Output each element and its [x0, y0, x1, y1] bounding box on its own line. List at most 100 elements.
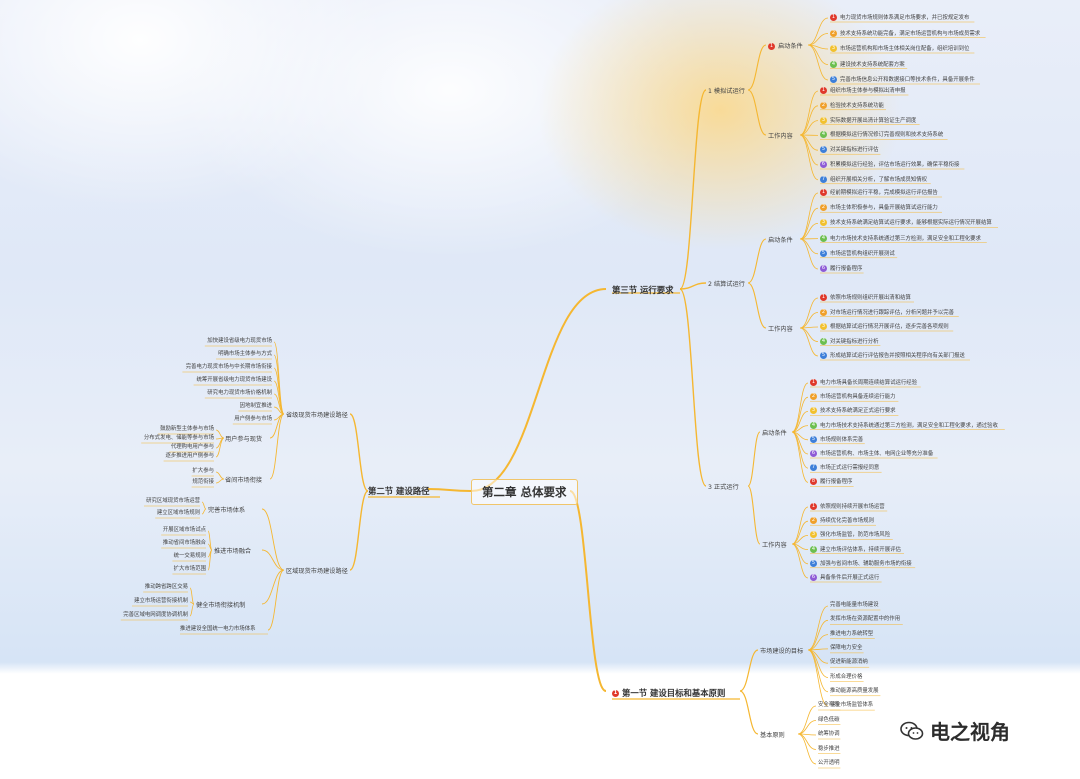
- s2-a1-label[interactable]: 用户参与现货: [225, 436, 263, 443]
- s2-group-provincial[interactable]: 省级现货市场建设路径: [286, 412, 348, 419]
- s2-b1-label[interactable]: 完善市场体系: [208, 507, 246, 514]
- s1a-items-item[interactable]: 促进新能源消纳: [830, 659, 868, 666]
- s2-b2-label[interactable]: 推进市场融合: [214, 548, 252, 555]
- s1b-items-item[interactable]: 稳步推进: [818, 746, 840, 753]
- root-title[interactable]: 第二章 总体要求: [471, 479, 578, 505]
- s1a-items-item[interactable]: 推动能源高质量发展: [830, 688, 879, 695]
- s2b3-items-item[interactable]: 完善区域电网调度协调机制: [123, 612, 188, 618]
- s2-a2-label[interactable]: 省间市场衔接: [225, 477, 263, 484]
- s2a-items-item[interactable]: 用户侧参与市场: [234, 416, 272, 422]
- s1a-items-item[interactable]: 健全市场监管体系: [830, 702, 873, 709]
- s2a2-items-item[interactable]: 规范衔接: [192, 479, 214, 485]
- s3-g2-work-label[interactable]: 工作内容: [768, 326, 793, 333]
- s2b3-items-item[interactable]: 推动跨省跨区交易: [144, 584, 188, 590]
- s1-goal-label[interactable]: 市场建设的目标: [760, 648, 804, 655]
- connector: [799, 105, 819, 136]
- s1b-items-item[interactable]: 绿色低碳: [818, 717, 840, 724]
- s2b2-items-item[interactable]: 扩大市场范围: [173, 566, 206, 572]
- s3-group-3[interactable]: 3 正式运行: [708, 484, 739, 491]
- s1a-items-item[interactable]: 形成合理价格: [830, 674, 862, 681]
- s2a1-items-item[interactable]: 鼓励新型主体参与市场: [160, 426, 214, 432]
- s2b2-items-item[interactable]: 推动省间市场融合: [162, 540, 206, 546]
- s2a-items-item[interactable]: 完善电力现货市场与中长期市场衔接: [185, 364, 272, 370]
- s1a-items-item[interactable]: 保障电力安全: [830, 645, 862, 652]
- s2b2-items-item[interactable]: 开展区域市场试点: [162, 527, 206, 533]
- s1b-items-item[interactable]: 公开透明: [818, 760, 840, 767]
- s1-principle-label[interactable]: 基本原则: [760, 732, 785, 739]
- s2a-items-item[interactable]: 因地制宜推进: [239, 403, 272, 409]
- s1a-items-item[interactable]: 推进电力系统转型: [830, 631, 873, 638]
- s2b2-items-item[interactable]: 统一交易规则: [173, 553, 206, 559]
- s2-b3-label[interactable]: 健全市场衔接机制: [196, 602, 246, 609]
- s3-g2-start-label[interactable]: 启动条件: [768, 237, 793, 244]
- s3-group-2[interactable]: 2 结算试运行: [708, 281, 745, 288]
- s2b1-items-item[interactable]: 建立区域市场规则: [156, 510, 200, 516]
- priority-7-icon: 7: [810, 464, 817, 472]
- s2a2-items-item[interactable]: 扩大参与: [192, 468, 214, 474]
- section-2-title[interactable]: 第二节 建设路径: [368, 486, 430, 496]
- s2a1-items-item[interactable]: 逐步推进用户侧参与: [165, 453, 214, 459]
- s3-g3-work-label[interactable]: 工作内容: [762, 542, 787, 549]
- s1a-items-item[interactable]: 完善电能量市场建设: [830, 602, 879, 609]
- s2a-items-item[interactable]: 研究电力现货市场价格机制: [207, 390, 272, 396]
- s2b3-items-item[interactable]: 建立市场运营衔接机制: [134, 598, 188, 604]
- s2a1-items-item[interactable]: 代理购电用户参与: [170, 444, 214, 450]
- s2a-items-item[interactable]: 统筹开展省级电力现货市场建设: [196, 377, 272, 383]
- priority-7-icon: 7: [820, 175, 827, 183]
- s1a-items-item[interactable]: 发挥市场在资源配置中的作用: [830, 616, 900, 623]
- s2b1-items-item[interactable]: 研究区域现货市场运营: [146, 498, 200, 504]
- s3-g3-start-label[interactable]: 启动条件: [762, 430, 787, 437]
- s1b-items-item[interactable]: 安全可靠: [818, 702, 840, 709]
- s2-group-regional[interactable]: 区域现货市场建设路径: [286, 568, 348, 575]
- s3-group-1[interactable]: 1 模拟试运行: [708, 88, 745, 95]
- s2-b4-item[interactable]: 推进建设全国统一电力市场体系: [180, 626, 256, 632]
- s3-g1-work-label[interactable]: 工作内容: [768, 133, 793, 140]
- section-3-title[interactable]: 第三节 运行要求: [612, 285, 674, 295]
- connector: [261, 569, 285, 605]
- s2a-items-item[interactable]: 明确市场主体参与方式: [218, 351, 272, 357]
- s2a-items-item[interactable]: 加快建设省级电力现货市场: [207, 338, 272, 344]
- item-text: 对关键指标进行分析: [830, 338, 879, 345]
- s1b-items-item[interactable]: 统筹协调: [818, 731, 840, 738]
- s2a1-items-item[interactable]: 分布式发电、储能等参与市场: [143, 435, 214, 441]
